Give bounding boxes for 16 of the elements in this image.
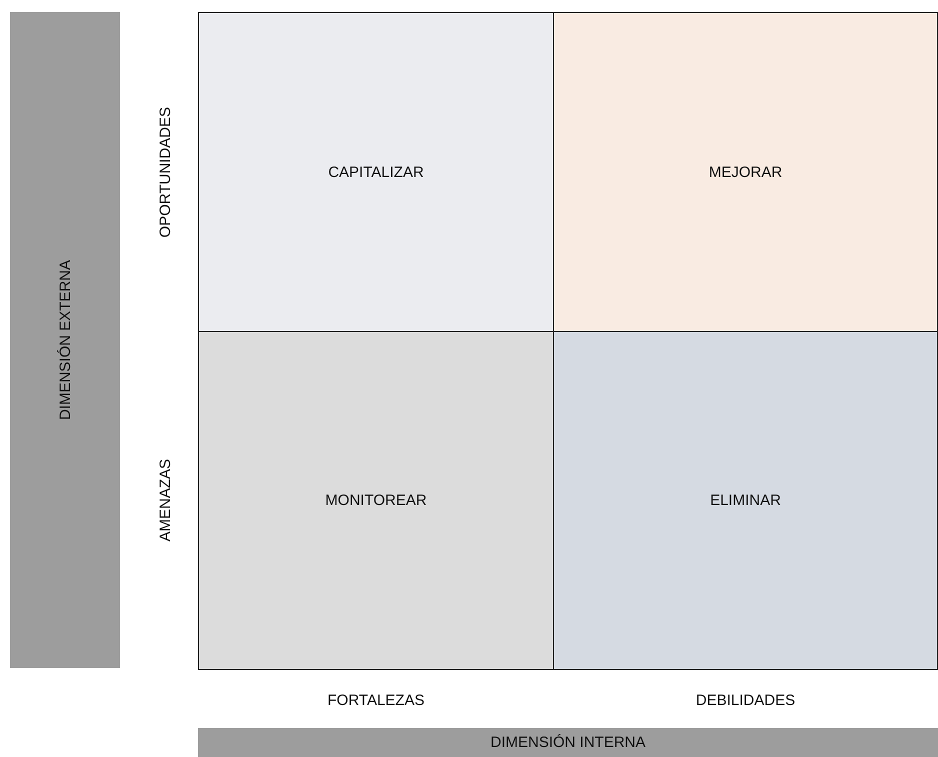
axis-band [198,728,938,757]
quadrant-label: ELIMINAR [710,492,781,509]
quadrant [553,12,938,332]
axis-band [10,12,120,668]
quadrant-label: MONITOREAR [325,492,427,509]
axis-title: DIMENSIÓN INTERNA [490,734,646,751]
quadrant [553,331,938,670]
axis-label: DEBILIDADES [696,692,796,708]
quadrant [198,12,554,332]
axis-title: DIMENSIÓN EXTERNA [56,260,74,420]
quadrant-label: MEJORAR [708,164,782,180]
axis-label: FORTALEZAS [328,692,424,708]
axis-label: OPORTUNIDADES [156,106,174,238]
quadrant-label: CAPITALIZAR [328,164,424,180]
axis-label: AMENAZAS [156,459,174,542]
quadrant [198,331,554,670]
